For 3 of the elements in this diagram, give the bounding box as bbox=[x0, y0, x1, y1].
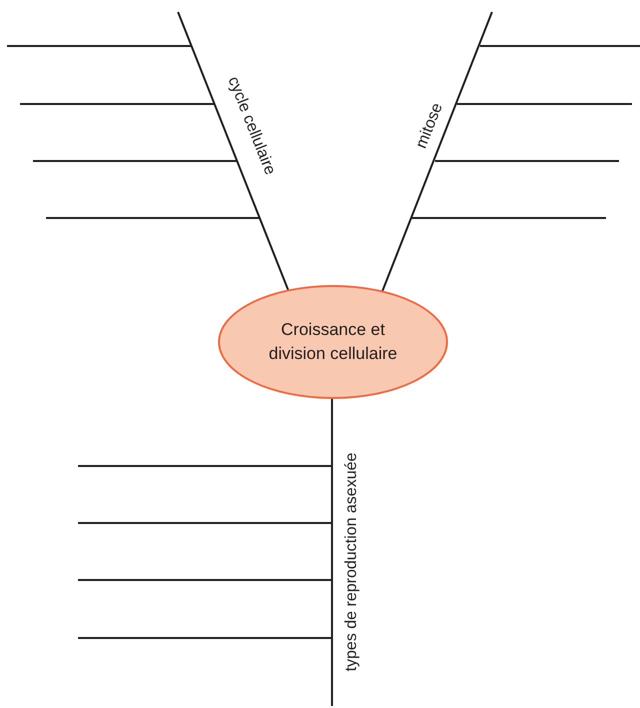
branch-label: types de reproduction asexuée bbox=[343, 452, 361, 672]
branch-label: mitose bbox=[412, 100, 448, 152]
topic-text: Croissance et division cellulaire bbox=[268, 319, 398, 365]
